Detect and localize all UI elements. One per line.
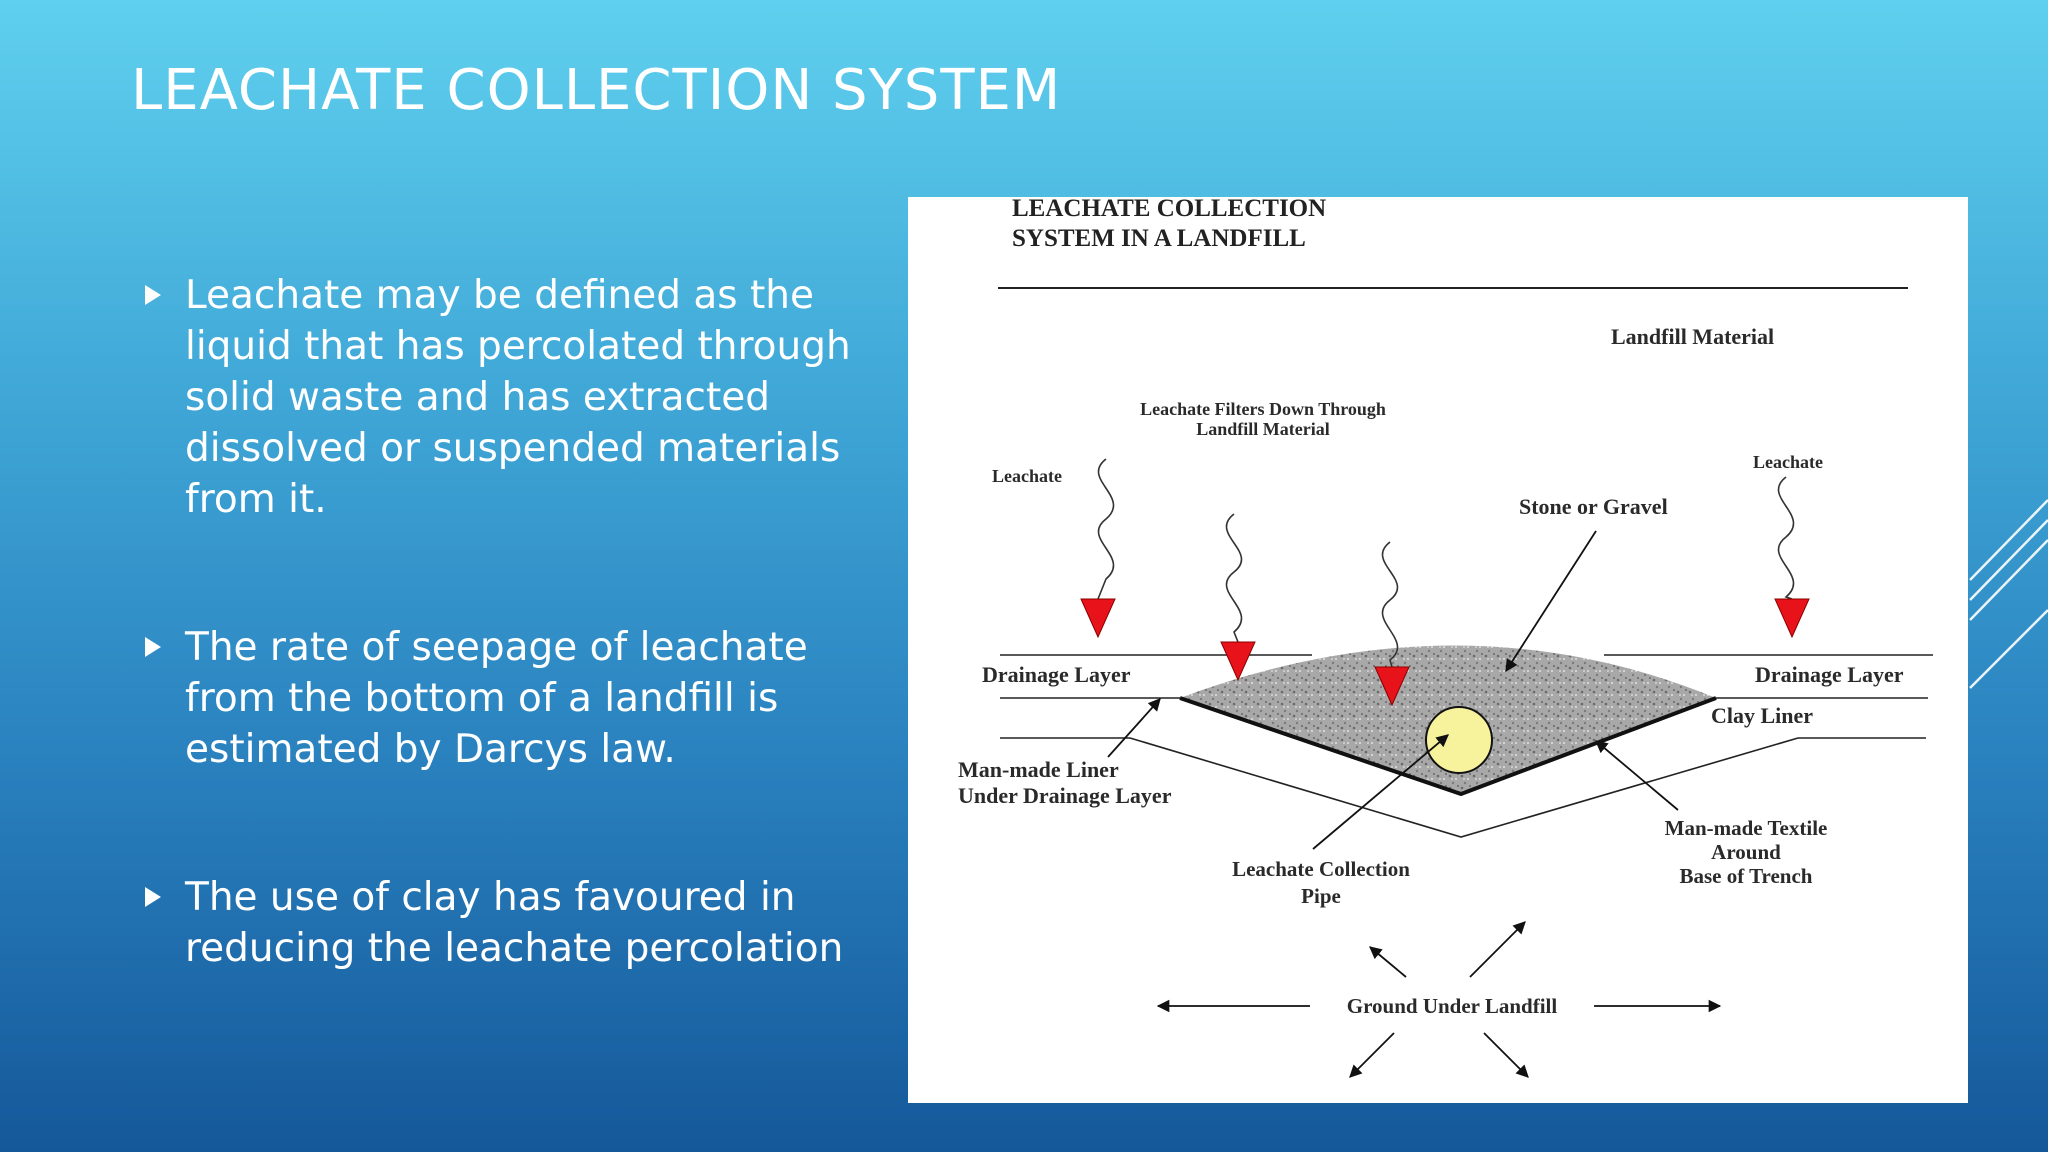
diagram-title-line2: SYSTEM IN A LANDFILL [1012, 225, 1306, 252]
ground-arrow-lower-left [1349, 1032, 1395, 1078]
label-leachate-left: Leachate [992, 466, 1062, 486]
leachate-flow-line [1097, 458, 1115, 600]
label-liner-line2: Under Drainage Layer [958, 783, 1172, 808]
clay-liner-line [1179, 696, 1717, 797]
red-arrowhead-icon [1774, 598, 1810, 639]
trench-outline [1129, 737, 1799, 838]
label-textile-line3: Base of Trench [1679, 864, 1812, 888]
triangle-right-icon [145, 887, 161, 907]
red-arrowhead-icon [1374, 666, 1410, 707]
leachate-diagram: LEACHATE COLLECTION SYSTEM IN A LANDFILL [958, 197, 1933, 1078]
pipe-pointer [1312, 734, 1449, 850]
triangle-right-icon [145, 637, 161, 657]
bullet-text: Leachate may be defined as the liquid th… [185, 273, 851, 522]
label-textile-line2: Around [1711, 840, 1781, 864]
bullet-item: The use of clay has favoured in reducing… [140, 872, 860, 974]
bullet-item: Leachate may be defined as the liquid th… [140, 270, 860, 525]
label-pipe-line1: Leachate Collection [1232, 857, 1410, 881]
bullet-text: The rate of seepage of leachate from the… [185, 625, 808, 772]
triangle-right-icon [145, 285, 161, 305]
label-filters-line2: Landfill Material [1196, 419, 1330, 439]
label-liner-line1: Man-made Liner [958, 757, 1119, 782]
label-drainage-right: Drainage Layer [1755, 662, 1904, 687]
bullet-item: The rate of seepage of leachate from the… [140, 622, 860, 775]
label-pipe-line2: Pipe [1301, 884, 1341, 908]
ground-arrow-upper-left [1369, 946, 1407, 978]
label-leachate-right: Leachate [1753, 452, 1823, 472]
label-drainage-left: Drainage Layer [982, 662, 1131, 687]
bullet-text: The use of clay has favoured in reducing… [185, 875, 844, 971]
ground-arrow-lower-right [1483, 1032, 1529, 1078]
diagram-title-line1: LEACHATE COLLECTION [1012, 197, 1326, 222]
ground-arrow-upper-right [1469, 921, 1526, 978]
stone-gravel-pointer [1505, 530, 1597, 673]
label-filters-line1: Leachate Filters Down Through [1140, 399, 1386, 419]
label-clay-liner: Clay Liner [1711, 703, 1813, 728]
label-landfill-material: Landfill Material [1611, 324, 1774, 349]
leachate-flow-line [1225, 513, 1243, 643]
diagonal-lines-icon [1969, 499, 2048, 689]
label-ground: Ground Under Landfill [1347, 994, 1558, 1018]
leachate-flow-line [1777, 476, 1795, 600]
slide-title: LEACHATE COLLECTION SYSTEM [131, 58, 1062, 123]
red-arrowhead-icon [1080, 598, 1116, 639]
bullet-list: Leachate may be defined as the liquid th… [140, 270, 860, 974]
collection-pipe [1425, 706, 1493, 774]
label-stone-gravel: Stone or Gravel [1519, 494, 1668, 519]
label-textile-line1: Man-made Textile [1665, 816, 1828, 840]
liner-pointer [1107, 698, 1161, 758]
diagram-panel: LEACHATE COLLECTION SYSTEM IN A LANDFILL [908, 197, 1968, 1103]
leachate-flow-line [1381, 541, 1399, 668]
textile-pointer [1595, 740, 1679, 811]
red-arrowhead-icon [1220, 641, 1256, 682]
